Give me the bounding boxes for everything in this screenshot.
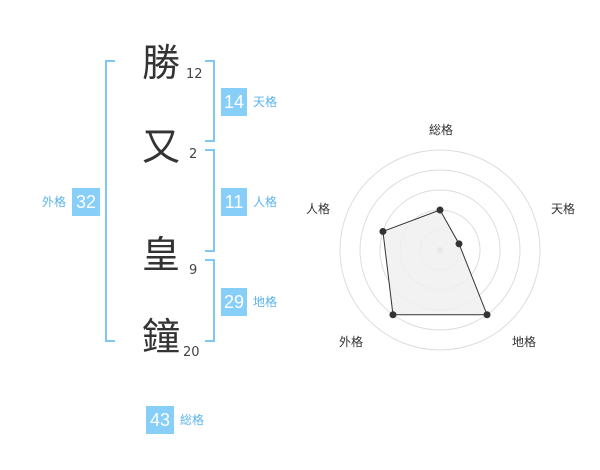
radar-point-1 xyxy=(436,206,444,214)
gaikaku-value: 32 xyxy=(72,188,100,216)
gaikaku-bracket xyxy=(105,60,115,342)
jinkaku-label: 人格 xyxy=(253,195,278,209)
chikaku-label: 地格 xyxy=(253,295,278,309)
jinkaku-bracket xyxy=(205,149,215,252)
chikaku-bracket xyxy=(205,259,215,342)
radar-axis-label-soukaku: 総格 xyxy=(428,123,453,137)
jinkaku-value: 11 xyxy=(221,188,247,216)
gaikaku-label: 外格 xyxy=(42,195,67,209)
tenkaku-label: 天格 xyxy=(253,95,278,109)
radar-axis-label-gaikaku: 外格 xyxy=(338,335,363,349)
name-char-4: 鐘 xyxy=(141,315,180,359)
name-char-1: 勝 xyxy=(141,41,180,85)
radar-ring xyxy=(339,149,541,351)
radar-axis-label-chikaku: 地格 xyxy=(511,335,536,349)
tenkaku-bracket xyxy=(205,60,215,142)
radar-point-4 xyxy=(389,311,397,319)
name-char-2: 又 xyxy=(141,125,180,169)
tenkaku-value: 14 xyxy=(221,88,247,116)
radar-polygon xyxy=(382,209,488,316)
radar-ring xyxy=(359,169,521,331)
stroke-count-1: 12 xyxy=(186,67,203,82)
soukaku-value: 43 xyxy=(146,406,174,434)
radar-axis-label-jinkaku: 人格 xyxy=(305,202,330,216)
chikaku-value: 29 xyxy=(221,288,247,316)
radar-point-3 xyxy=(483,311,491,319)
radar-point-2 xyxy=(455,240,463,248)
radar-axis-label-tenkaku: 天格 xyxy=(550,202,575,216)
radar-point-5 xyxy=(379,227,387,235)
stroke-count-4: 20 xyxy=(183,345,200,360)
stroke-count-3: 9 xyxy=(189,263,198,278)
stroke-count-2: 2 xyxy=(189,147,198,162)
name-char-3: 皇 xyxy=(141,233,180,277)
soukaku-label: 総格 xyxy=(180,413,205,427)
